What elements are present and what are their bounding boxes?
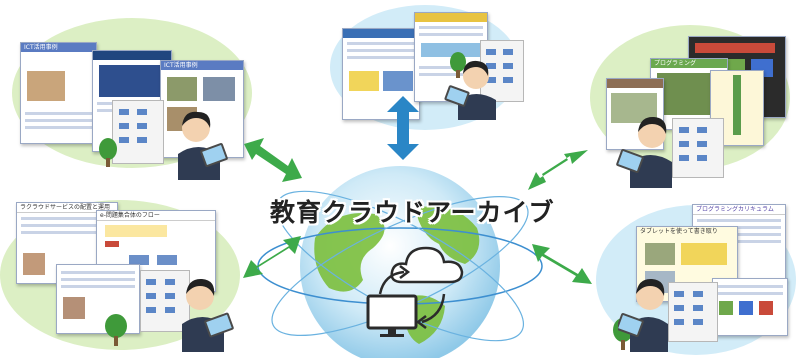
document-title: e-問題集合体のフロー bbox=[97, 211, 215, 221]
tree-icon bbox=[105, 314, 127, 346]
document-diagram bbox=[99, 65, 163, 97]
teacher-with-tablet-icon bbox=[444, 60, 496, 120]
diagram-title: 教育クラウドアーカイブ bbox=[270, 198, 555, 227]
double-arrow-icon bbox=[387, 96, 419, 160]
school-building-icon bbox=[112, 100, 164, 164]
double-arrow-icon bbox=[528, 150, 588, 190]
globe-icon bbox=[257, 166, 543, 358]
school-building-icon bbox=[672, 118, 724, 178]
teacher-with-tablet-icon bbox=[618, 278, 668, 352]
monitor-icon bbox=[366, 294, 418, 337]
teacher-with-tablet-icon bbox=[182, 278, 234, 352]
document-ict-case-c: ICT活用事例 bbox=[160, 60, 244, 158]
tree-icon bbox=[450, 52, 466, 78]
tree-icon bbox=[99, 138, 117, 167]
school-building-icon bbox=[668, 282, 718, 342]
document-photo bbox=[27, 71, 65, 101]
document-title: タブレットを使って書き取り bbox=[637, 227, 737, 236]
sync-arrows-icon bbox=[378, 265, 446, 329]
document-bottom-right-c bbox=[712, 278, 788, 336]
document-photo bbox=[203, 77, 235, 101]
double-arrow-icon bbox=[243, 236, 301, 278]
cloud-icon bbox=[390, 246, 464, 284]
document-title: ラクラウドサービスの配置と運用 bbox=[17, 203, 117, 213]
double-arrow-icon bbox=[244, 138, 302, 182]
document-ict-case-a: ICT活用事例 bbox=[20, 42, 97, 144]
document-title: ICT活用事例 bbox=[21, 43, 96, 52]
school-building-icon bbox=[140, 270, 190, 332]
document-title: プログラミング bbox=[651, 59, 727, 68]
document-photo bbox=[167, 77, 197, 101]
double-arrow-icon bbox=[532, 244, 592, 284]
document-title: プログラミングカリキュラム bbox=[693, 205, 785, 215]
document-title: ICT活用事例 bbox=[161, 61, 243, 70]
teacher-with-tablet-icon bbox=[178, 111, 228, 180]
teacher-with-tablet-icon bbox=[616, 116, 672, 188]
